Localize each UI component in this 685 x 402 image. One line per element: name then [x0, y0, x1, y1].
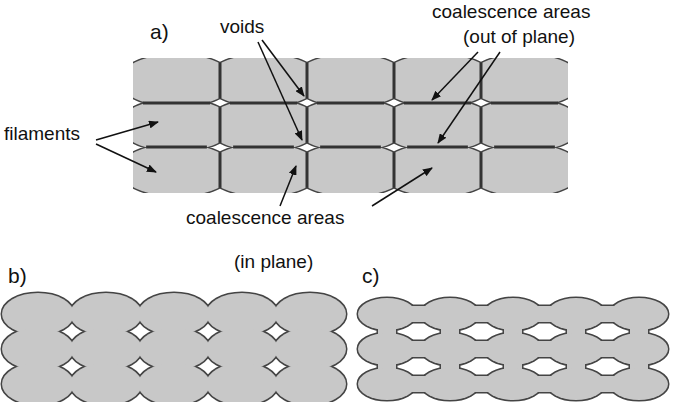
filament: [274, 363, 346, 402]
panel-letter: a): [150, 20, 169, 43]
coalescence-line: [480, 107, 483, 143]
filament: [2, 363, 74, 402]
filament: [70, 363, 142, 402]
filament: [481, 147, 568, 193]
filament: [307, 58, 394, 103]
coalescence-line: [480, 152, 483, 188]
coalescence-line: [146, 146, 207, 149]
filament: [2, 363, 74, 402]
panel-a-filaments: [119, 54, 583, 198]
filament: [610, 368, 668, 400]
filament: [481, 58, 568, 103]
filament: [274, 363, 346, 402]
filament: [394, 58, 481, 103]
filament: [138, 363, 210, 402]
callout-label: filaments: [4, 124, 80, 145]
filament: [220, 103, 307, 147]
coalescence-line: [219, 63, 222, 99]
filament: [138, 363, 210, 402]
filament: [394, 147, 481, 193]
filament: [206, 363, 278, 402]
filament: [481, 103, 568, 147]
coalescence-line: [407, 146, 468, 149]
coalescence-line: [393, 107, 396, 143]
coalescence-line: [306, 63, 309, 99]
coalescence-line: [317, 102, 384, 105]
filament: [133, 147, 220, 193]
coalescence-line: [494, 146, 555, 149]
coalescence-line: [306, 152, 309, 188]
coalescence-line: [306, 107, 309, 143]
coalescence-line: [219, 107, 222, 143]
coalescence-line: [320, 146, 381, 149]
filament: [220, 58, 307, 103]
coalescence-line: [230, 102, 297, 105]
callout-label: coalescence areas: [186, 208, 344, 229]
panel-letter: c): [362, 264, 380, 287]
callout-label: (in plane): [234, 252, 313, 273]
coalescence-line: [393, 63, 396, 99]
panel-c-filaments: [358, 298, 668, 400]
filament: [307, 103, 394, 147]
callout-label: (out of plane): [463, 27, 575, 48]
callout-label: voids: [220, 17, 264, 38]
coalescence-line: [219, 152, 222, 188]
panel-letter: b): [8, 264, 27, 287]
filament: [610, 368, 668, 400]
callout-label: coalescence areas: [432, 2, 590, 23]
filament: [394, 103, 481, 147]
filament: [70, 363, 142, 402]
coalescence-line: [233, 146, 294, 149]
filament: [307, 147, 394, 193]
coalescence-line: [491, 102, 558, 105]
filament: [206, 363, 278, 402]
leader-lines: [96, 40, 500, 206]
coalescence-line: [143, 102, 210, 105]
coalescence-line: [393, 152, 396, 188]
filament: [133, 58, 220, 103]
panel-b-filaments: [2, 293, 346, 402]
coalescence-line: [404, 102, 471, 105]
